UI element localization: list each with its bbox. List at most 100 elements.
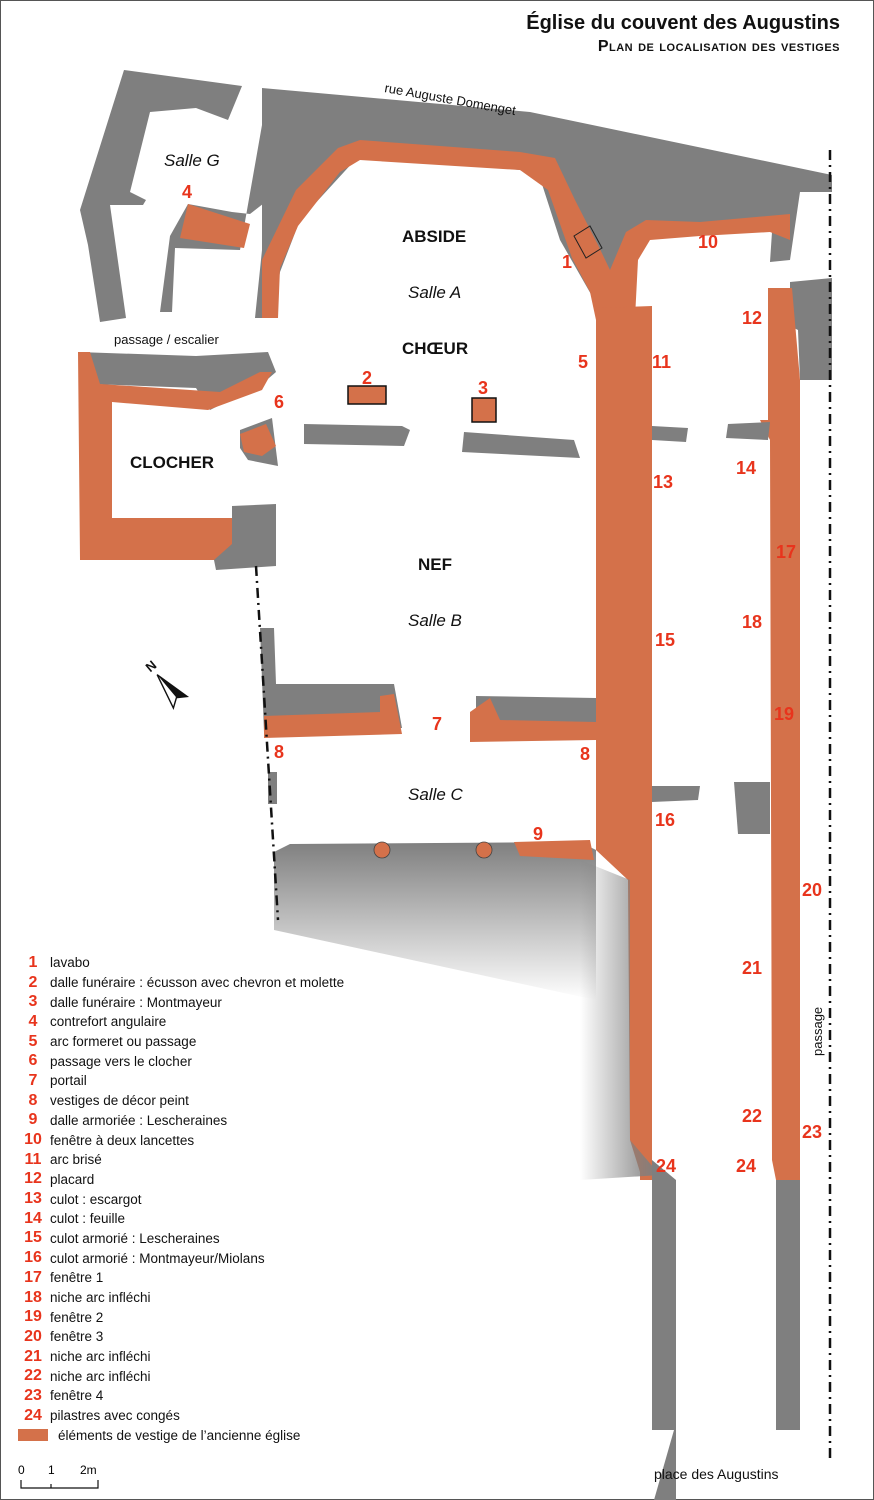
legend-text: portail — [50, 1073, 87, 1089]
marker-19: 19 — [774, 704, 794, 724]
marker-9: 9 — [533, 824, 543, 844]
choeur-label: CHŒUR — [402, 339, 468, 358]
svg-text:N: N — [143, 657, 160, 675]
legend-row: 17 fenêtre 1 — [18, 1268, 438, 1288]
legend-text: fenêtre à deux lancettes — [50, 1132, 195, 1148]
legend-number: 9 — [28, 1111, 38, 1129]
legend-text: culot armorié : Lescheraines — [50, 1230, 220, 1246]
legend-text: vestiges de décor peint — [50, 1093, 189, 1109]
lavabo-niche — [573, 225, 603, 259]
legend-number: 19 — [24, 1308, 42, 1326]
marker-23: 23 — [802, 1122, 822, 1142]
legend-number: 17 — [24, 1268, 42, 1286]
nave-east-wall-gray — [652, 1160, 676, 1500]
legend-text: culot armorié : Montmayeur/Miolans — [50, 1250, 265, 1266]
legend-number: 13 — [24, 1190, 42, 1208]
marker-11: 11 — [652, 352, 671, 372]
marker-3: 3 — [478, 378, 488, 398]
legend-row: 1 lavabo — [18, 953, 438, 973]
legend: 1 lavabo 2 dalle funéraire : écusson avec c… — [18, 953, 438, 1445]
legend-text: niche arc infléchi — [50, 1349, 151, 1365]
legend-number: 8 — [28, 1091, 38, 1109]
legend-text: lavabo — [50, 955, 90, 971]
legend-row: 19 fenêtre 2 — [18, 1307, 438, 1327]
choir-wall-left — [304, 424, 410, 446]
marker-2: 2 — [362, 368, 372, 388]
legend-text: dalle armoriée : Lescheraines — [50, 1112, 228, 1128]
east-long-wall-vestige — [760, 288, 800, 1180]
marker-10: 10 — [698, 232, 718, 252]
legend-text: dalle funéraire : écusson avec chevron e… — [50, 975, 345, 991]
legend-row: 9 dalle armoriée : Lescheraines — [18, 1111, 438, 1131]
marker-14: 14 — [736, 458, 756, 478]
north-arrow: N — [143, 657, 190, 710]
legend-text: fenêtre 2 — [50, 1309, 104, 1325]
legend-row: 22 niche arc infléchi — [18, 1366, 438, 1386]
legend-text: contrefort angulaire — [50, 1014, 167, 1030]
legend-text: passage vers le clocher — [50, 1053, 192, 1069]
apse-outer-wall — [255, 88, 832, 318]
marker-4: 4 — [182, 182, 192, 202]
clocher-vestige — [78, 352, 272, 560]
legend-number: 2 — [28, 973, 38, 991]
salle-c-south-wall — [274, 842, 596, 1000]
legend-text: fenêtre 1 — [50, 1270, 104, 1286]
legend-number: 1 — [28, 953, 38, 971]
pillar-left — [373, 841, 391, 859]
legend-number: 14 — [24, 1209, 42, 1227]
small-wall-fragment — [268, 772, 277, 804]
salle-c-label: Salle C — [408, 785, 464, 804]
legend-number: 11 — [24, 1150, 42, 1168]
corridor-block-right — [734, 782, 770, 834]
marker-12: 12 — [742, 308, 762, 328]
slab-2 — [347, 385, 387, 405]
map-subtitle: Plan de localisation des vestiges — [597, 38, 840, 55]
legend-row: 2 dalle funéraire : écusson avec chevron … — [18, 973, 438, 993]
nave-left-wall — [260, 628, 402, 732]
passage-6-vestige — [240, 424, 276, 456]
legend-number: 22 — [24, 1367, 42, 1385]
marker-16: 16 — [655, 810, 675, 830]
marker-24-left: 24 — [656, 1156, 676, 1176]
clocher-gray-bottom — [214, 504, 276, 570]
legend-number: 7 — [28, 1071, 38, 1089]
legend-swatch — [18, 1429, 48, 1442]
legend-text: niche arc infléchi — [50, 1368, 151, 1384]
marker-7: 7 — [432, 714, 442, 734]
legend-number: 18 — [24, 1288, 42, 1306]
nave-east-wall-vestige — [596, 306, 652, 1180]
choir-wall-right — [462, 432, 580, 458]
legend-text: culot : feuille — [50, 1211, 126, 1227]
legend-number: 6 — [28, 1052, 38, 1070]
marker-18: 18 — [742, 612, 762, 632]
marker-24-right: 24 — [736, 1156, 756, 1176]
marker-13: 13 — [653, 472, 673, 492]
salle-g-walls — [80, 70, 242, 322]
place-label: place des Augustins — [654, 1466, 779, 1482]
salle-c-vestige-9 — [514, 840, 594, 860]
marker-15: 15 — [655, 630, 675, 650]
legend-text: arc formeret ou passage — [50, 1034, 197, 1050]
legend-row: 7 portail — [18, 1071, 438, 1091]
salle-g-label: Salle G — [164, 151, 220, 170]
abside-label: ABSIDE — [402, 227, 466, 246]
nave-right-wall — [476, 696, 596, 728]
boundary-line-west — [254, 565, 280, 921]
legend-number: 24 — [24, 1406, 42, 1424]
marker-22: 22 — [742, 1106, 762, 1126]
portal-right-vestige — [470, 698, 596, 742]
marker-6: 6 — [274, 392, 284, 412]
legend-swatch-text: éléments de vestige de l’ancienne église — [58, 1427, 301, 1443]
passage-right-label: passage — [810, 1007, 825, 1056]
legend-text: pilastres avec congés — [50, 1408, 180, 1424]
legend-number: 10 — [24, 1131, 42, 1149]
marker-1: 1 — [562, 252, 572, 272]
